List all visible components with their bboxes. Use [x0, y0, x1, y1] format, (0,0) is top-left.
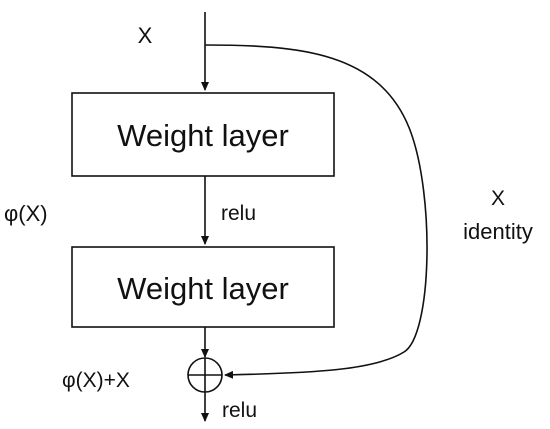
relu-label-1: relu: [221, 202, 256, 225]
weight-layer-label-1: Weight layer: [117, 118, 289, 153]
identity-skip-connection: [204, 44, 428, 379]
residual-function-label: φ(X): [4, 201, 48, 226]
identity-label: identity: [463, 219, 533, 244]
weight-layer-box-2: [71, 246, 335, 328]
sum-output-label: φ(X)+X: [62, 369, 130, 392]
weight-layer-box-1: [71, 92, 335, 177]
input-label: X: [138, 23, 153, 48]
circled-plus-icon: [187, 357, 223, 393]
relu-label-2: relu: [222, 399, 257, 422]
skip-input-label: X: [491, 187, 505, 210]
weight-layer-label-2: Weight layer: [117, 271, 289, 306]
